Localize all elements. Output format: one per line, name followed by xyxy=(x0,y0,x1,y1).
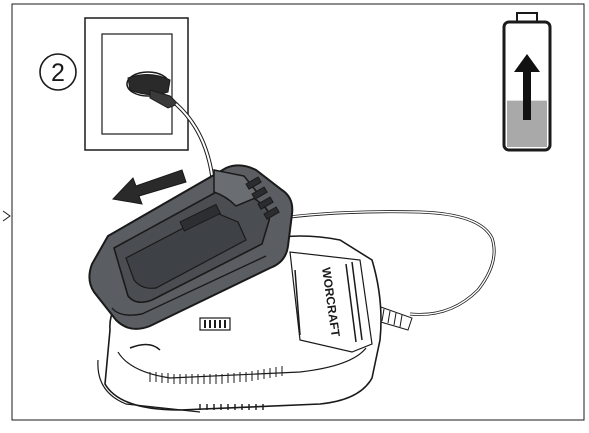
wall-socket-icon xyxy=(85,18,188,150)
frame-tick-mark xyxy=(3,211,10,221)
battery-charging-icon xyxy=(504,13,550,150)
charger-contacts xyxy=(200,318,230,330)
step-badge: 2 xyxy=(40,54,76,90)
step-number: 2 xyxy=(51,59,65,87)
